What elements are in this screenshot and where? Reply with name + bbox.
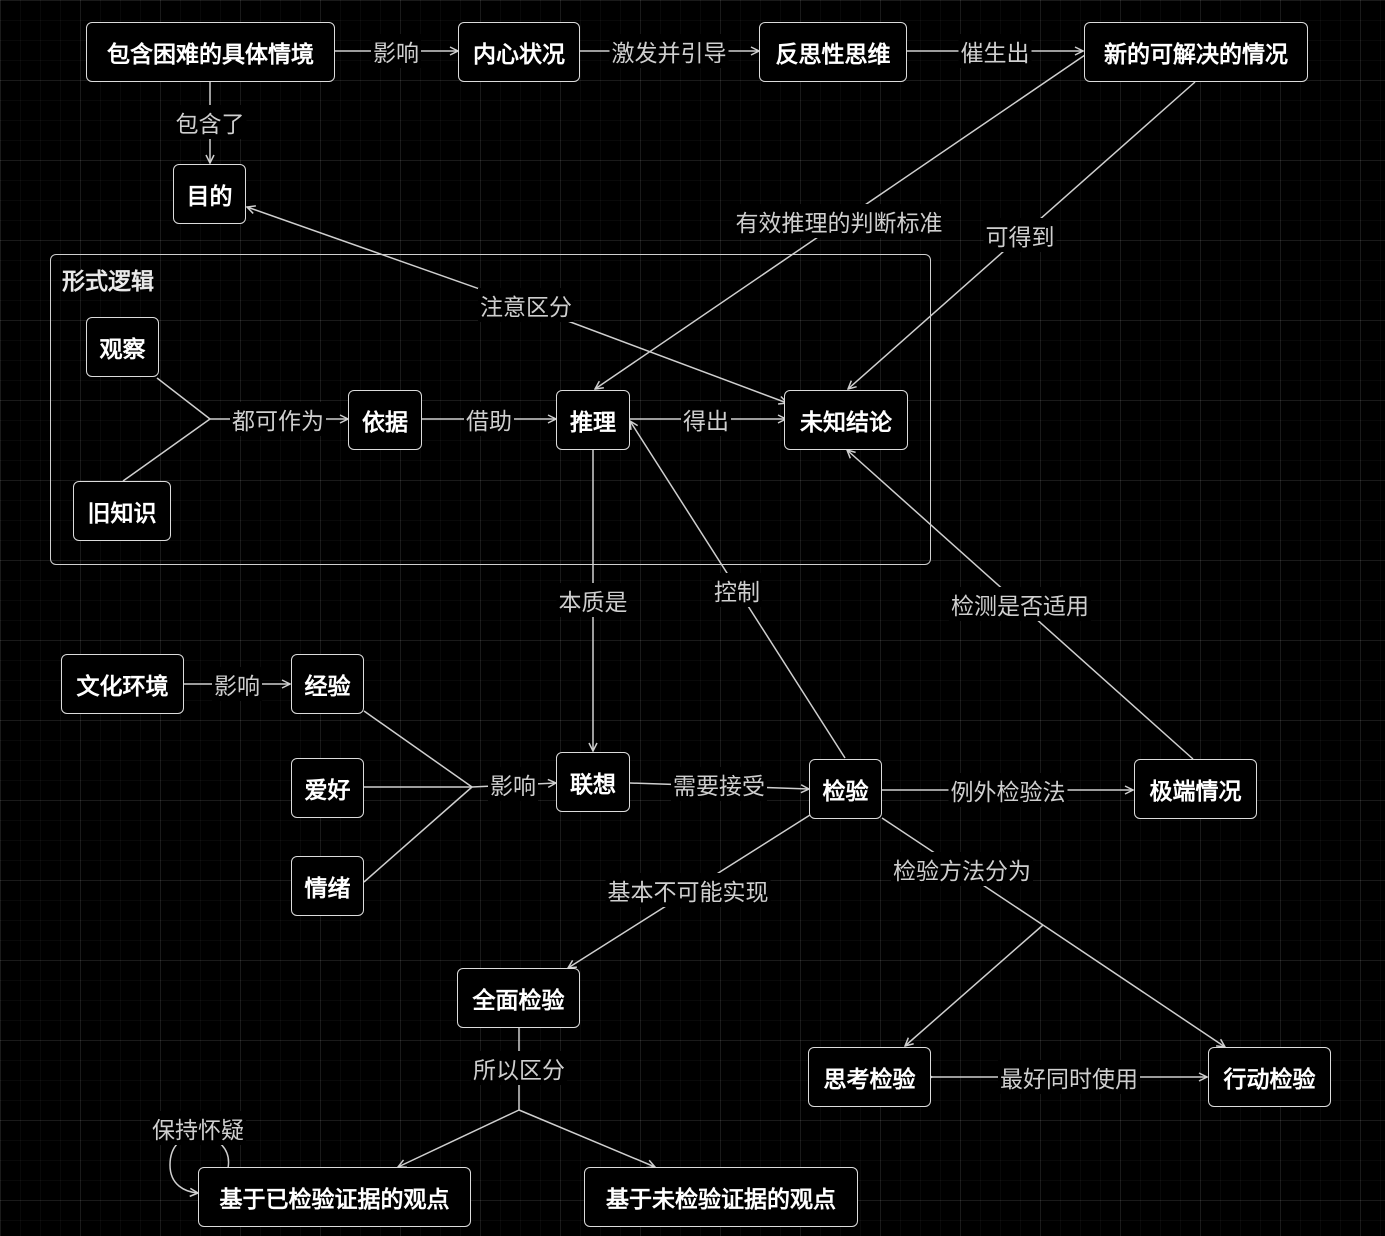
label-essence-is: 本质是 [556,583,630,617]
node-action-check[interactable]: 行动检验 [1208,1047,1331,1107]
node-purpose[interactable]: 目的 [173,164,246,224]
edge-observation-join [156,377,211,420]
edge-split-unverified [518,1109,655,1167]
node-basis[interactable]: 依据 [348,390,422,450]
node-inner-state[interactable]: 内心状况 [458,22,580,82]
label-so-distinguish: 所以区分 [471,1051,567,1085]
group-title: 形式逻辑 [62,269,154,295]
node-thinking-check[interactable]: 思考检验 [808,1047,931,1107]
edge-emotion-join [363,786,473,883]
node-extreme-case[interactable]: 极端情况 [1134,759,1257,819]
node-culture-env[interactable]: 文化环境 [61,654,184,714]
label-keep-doubt: 保持怀疑 [150,1111,246,1145]
label-give-rise: 催生出 [958,34,1032,68]
edge-split-verified [398,1109,520,1167]
label-influence-3: 影响 [488,767,538,801]
edge-split-thinking [905,924,1044,1046]
formal-logic-group [50,254,931,565]
node-hobby[interactable]: 爱好 [291,758,364,818]
label-detect-applicable: 检测是否适用 [949,587,1091,621]
node-experience[interactable]: 经验 [291,654,364,714]
edge-split-action [1042,924,1225,1047]
label-basically-impossible: 基本不可能实现 [605,873,771,907]
label-distinguish: 注意区分 [478,288,574,322]
label-methods-divided: 检验方法分为 [891,852,1033,886]
label-obtainable: 可得到 [983,218,1057,252]
node-reasoning[interactable]: 推理 [556,390,630,450]
node-comprehensive-check[interactable]: 全面检验 [457,968,580,1028]
label-influence-2: 影响 [212,667,262,701]
node-verified-view[interactable]: 基于已检验证据的观点 [198,1167,471,1227]
edge-experience-join [363,710,473,788]
label-best-together: 最好同时使用 [998,1060,1140,1094]
node-old-knowledge[interactable]: 旧知识 [73,481,171,541]
node-emotion[interactable]: 情绪 [291,856,364,916]
label-excite-guide: 激发并引导 [609,34,729,68]
node-association[interactable]: 联想 [556,752,630,812]
label-contains: 包含了 [173,105,247,139]
label-need-accept: 需要接受 [671,767,767,801]
node-specific-situation[interactable]: 包含困难的具体情境 [86,22,335,82]
label-exception-method: 例外检验法 [948,773,1068,807]
label-influence-1: 影响 [371,34,421,68]
node-verification[interactable]: 检验 [809,759,882,819]
node-unverified-view[interactable]: 基于未检验证据的观点 [584,1167,858,1227]
label-by-means: 借助 [464,402,514,436]
node-unknown-conclusion[interactable]: 未知结论 [784,390,908,450]
label-valid-criteria: 有效推理的判断标准 [733,204,945,238]
node-observation[interactable]: 观察 [86,317,159,377]
label-all-serve-as: 都可作为 [230,402,326,436]
node-new-solvable[interactable]: 新的可解决的情况 [1084,22,1308,82]
edge-oldknowledge-join [122,418,211,482]
label-control: 控制 [712,573,762,607]
edge-self-loop [169,1134,230,1193]
node-reflective-thinking[interactable]: 反思性思维 [759,22,907,82]
label-derive: 得出 [681,402,731,436]
